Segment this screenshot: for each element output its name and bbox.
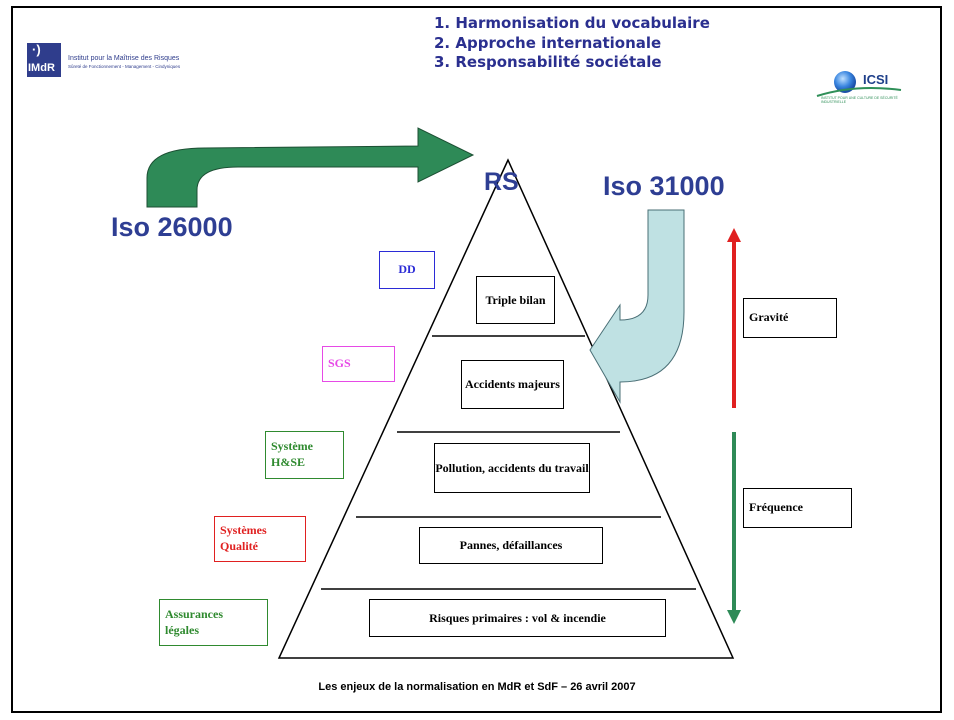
level-label: Pollution, accidents du travail	[435, 460, 589, 475]
framework-label: Systèmes Qualité	[220, 523, 267, 553]
gravite-label: Gravité	[749, 310, 789, 325]
level-label: Pannes, défaillances	[459, 538, 563, 553]
slide-frame	[11, 6, 942, 713]
imdr-logo-subtitle: Sûreté de Fonctionnement - Management - …	[68, 64, 181, 69]
iso26000-arrow	[146, 127, 475, 208]
framework-hse: Système H&SE	[265, 431, 344, 479]
framework-label: SGS	[328, 356, 351, 371]
imdr-logo-abbr: IMdR	[28, 62, 55, 74]
agenda-list: 1. Harmonisation du vocabulaire 2. Appro…	[434, 14, 710, 73]
icsi-logo-name: ICSI	[863, 72, 889, 87]
frequence-label: Fréquence	[749, 500, 803, 515]
level-accidents-majeurs: Accidents majeurs	[461, 360, 564, 409]
level-pannes: Pannes, défaillances	[419, 527, 603, 564]
level-pollution: Pollution, accidents du travail	[434, 443, 590, 493]
framework-assurances: Assurances légales	[159, 599, 268, 646]
frequence-arrow-head	[727, 610, 741, 624]
icsi-logo: ICSI INSTITUT POUR UNE CULTURE DE SÉCURI…	[815, 70, 903, 120]
rs-label: RS	[484, 168, 519, 196]
framework-label: Assurances légales	[165, 606, 224, 637]
icsi-logo-subtitle: INSTITUT POUR UNE CULTURE DE SÉCURITÉ IN…	[821, 96, 898, 104]
iso31000-label: Iso 31000	[603, 171, 725, 201]
framework-label: DD	[398, 262, 416, 277]
iso26000-label: Iso 26000	[111, 212, 233, 242]
icsi-globe-icon	[816, 71, 902, 97]
imdr-logo: ·) IMdR Institut pour la Maîtrise des Ri…	[27, 43, 227, 79]
level-label: Accidents majeurs	[465, 377, 560, 392]
framework-sgs: SGS	[322, 346, 395, 382]
framework-label: Système H&SE	[271, 439, 313, 469]
agenda-item: 3. Responsabilité sociétale	[434, 53, 662, 71]
level-label: Risques primaires : vol & incendie	[429, 610, 606, 625]
imdr-logo-name: Institut pour la Maîtrise des Risques	[68, 55, 180, 62]
agenda-item: 1. Harmonisation du vocabulaire	[434, 14, 710, 32]
framework-dd: DD	[379, 251, 435, 289]
level-label: Triple bilan	[485, 292, 546, 307]
framework-qualite: Systèmes Qualité	[214, 516, 306, 562]
level-triple-bilan: Triple bilan	[476, 276, 555, 324]
imdr-logo-mark: ·) IMdR	[27, 43, 61, 77]
gravite-arrow-head	[727, 228, 741, 242]
signal-icon: ·)	[32, 42, 41, 57]
iso31000-arrow	[589, 209, 685, 404]
agenda-item: 2. Approche internationale	[434, 33, 662, 52]
gravite-box: Gravité	[743, 298, 837, 338]
level-risques-primaires: Risques primaires : vol & incendie	[369, 599, 666, 637]
slide-footer: Les enjeux de la normalisation en MdR et…	[318, 681, 636, 693]
pyramid-outline	[277, 158, 735, 659]
frequence-box: Fréquence	[743, 488, 852, 528]
